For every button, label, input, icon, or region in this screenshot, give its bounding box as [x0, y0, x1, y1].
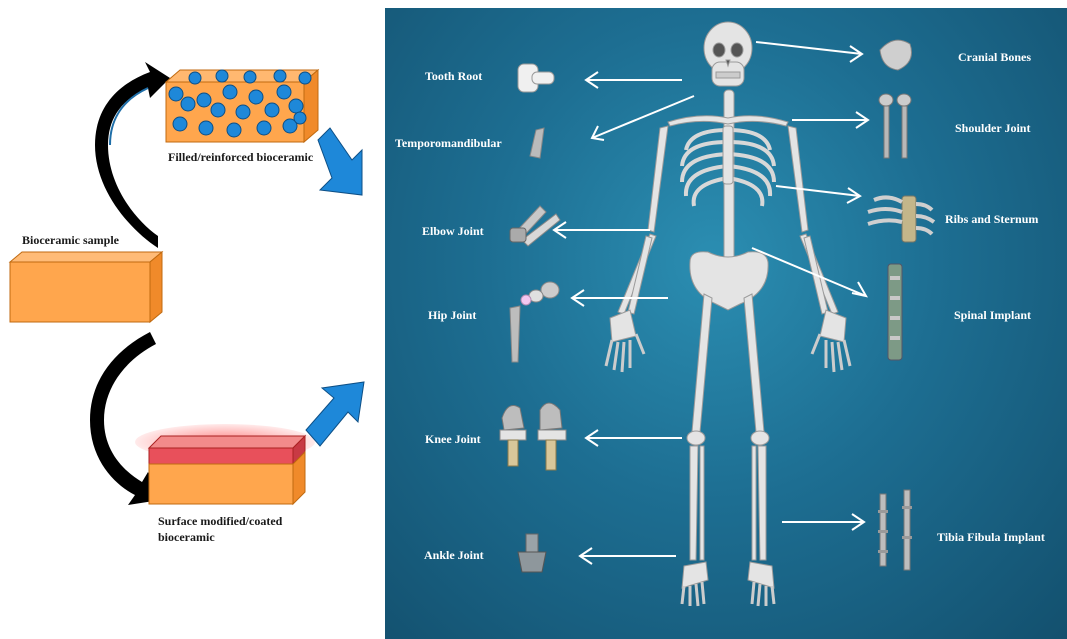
right-arm — [788, 126, 850, 372]
tooth-root-implant-icon — [518, 64, 554, 92]
skull — [704, 22, 752, 86]
ankle-joint-implant-icon — [518, 534, 546, 572]
elbow-joint-label: Elbow Joint — [422, 224, 484, 239]
tibia-fibula-label: Tibia Fibula Implant — [937, 530, 1045, 545]
ankle-joint-label: Ankle Joint — [424, 548, 484, 563]
tibia-fibula-implant-icon — [878, 490, 912, 570]
elbow-joint-implant-icon — [510, 206, 560, 246]
tooth-root-label: Tooth Root — [425, 69, 482, 84]
knee-joint-implant-icon — [500, 403, 566, 470]
right-leg — [744, 294, 774, 606]
ribs-sternum-implant-icon — [868, 196, 934, 242]
hip-joint-label: Hip Joint — [428, 308, 476, 323]
knee-joint-label: Knee Joint — [425, 432, 481, 447]
cranial-bones-implant-icon — [880, 40, 912, 70]
left-leg — [682, 294, 712, 606]
spinal-implant-label: Spinal Implant — [954, 308, 1031, 323]
hip-joint-implant-icon — [510, 282, 559, 362]
shoulder-joint-label: Shoulder Joint — [955, 121, 1030, 136]
sternum — [723, 126, 733, 184]
spinal-implant-icon — [888, 264, 902, 360]
temporomandibular-implant-icon — [530, 128, 544, 158]
left-arm — [606, 126, 668, 372]
pelvis — [690, 252, 768, 310]
cranial-bones-label: Cranial Bones — [958, 50, 1031, 65]
ribs-sternum-label: Ribs and Sternum — [945, 212, 1038, 227]
shoulder-joint-implant-icon — [879, 94, 911, 158]
temporomandibular-label: Temporomandibular — [395, 136, 502, 151]
